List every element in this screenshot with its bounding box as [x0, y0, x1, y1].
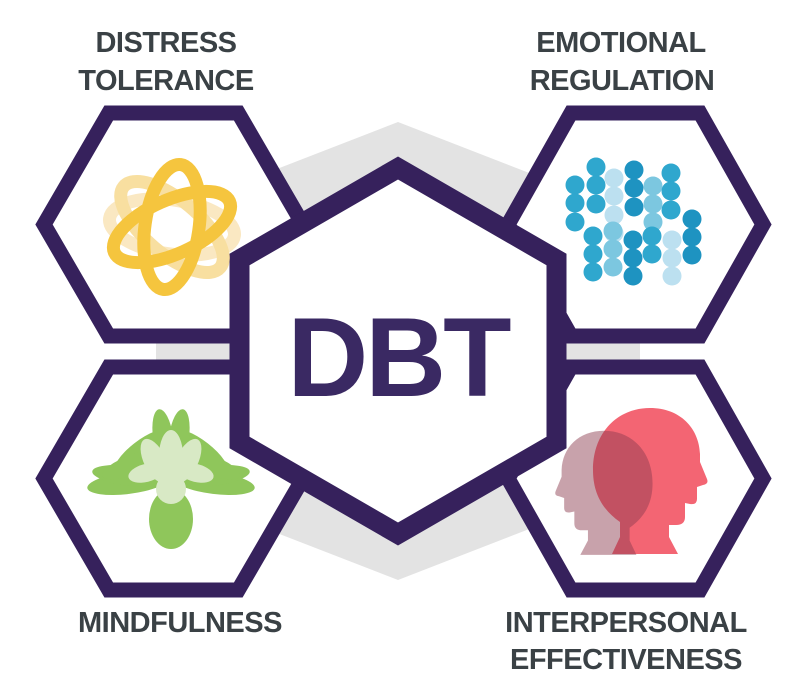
two-heads-icon	[555, 408, 708, 555]
head-front	[593, 408, 708, 554]
label-mindfulness: MINDFULNESS	[78, 607, 282, 639]
dot	[682, 209, 702, 229]
dot	[623, 248, 643, 268]
dot	[604, 186, 624, 206]
atom-orbit-gold-1	[106, 184, 238, 270]
dot	[583, 226, 603, 246]
label-distress-tolerance-line1: DISTRESS	[95, 27, 236, 59]
dot	[586, 194, 606, 214]
dot	[623, 266, 643, 286]
dot	[642, 244, 662, 264]
dot	[565, 175, 585, 195]
dot	[642, 226, 662, 246]
label-distress-tolerance-line2: TOLERANCE	[78, 65, 254, 97]
dots-cluster-icon	[565, 157, 702, 286]
dot	[643, 212, 663, 232]
dot	[662, 248, 682, 268]
dot	[603, 239, 623, 259]
dot	[624, 197, 644, 217]
dot	[603, 257, 623, 277]
label-emotional-regulation-line2: REGULATION	[530, 65, 715, 97]
dbt-title: DBT	[287, 295, 511, 420]
dot	[624, 178, 644, 198]
lotus-inner-petals	[128, 430, 214, 504]
dot	[661, 181, 681, 201]
dot	[603, 221, 623, 241]
dot	[661, 163, 681, 183]
dot	[623, 230, 643, 250]
atom-orbit-gold-2	[137, 158, 207, 296]
atom-orbit-pale	[114, 175, 230, 279]
dot	[586, 175, 606, 195]
lotus-bud	[149, 489, 193, 549]
dot	[604, 205, 624, 225]
atom-icon	[103, 158, 241, 296]
label-interpersonal-effectiveness-line2: EFFECTIVENESS	[510, 644, 742, 676]
hexagon-emotional-regulation	[499, 105, 772, 344]
dot	[643, 176, 663, 196]
dot	[565, 193, 585, 213]
dot	[682, 227, 702, 247]
dot	[682, 245, 702, 265]
dot	[565, 212, 585, 232]
label-emotional-regulation-line1: EMOTIONAL	[536, 27, 706, 59]
dot	[662, 230, 682, 250]
head-back	[555, 430, 653, 555]
dot	[661, 200, 681, 220]
dot	[662, 266, 682, 286]
lotus-icon	[87, 409, 255, 549]
dot	[624, 160, 644, 180]
label-interpersonal-effectiveness-line1: INTERPERSONAL	[505, 607, 747, 639]
hexagon-center	[229, 156, 567, 546]
dot	[583, 244, 603, 264]
dot	[643, 194, 663, 214]
dot	[583, 262, 603, 282]
dot	[604, 168, 624, 188]
dot	[586, 157, 606, 177]
